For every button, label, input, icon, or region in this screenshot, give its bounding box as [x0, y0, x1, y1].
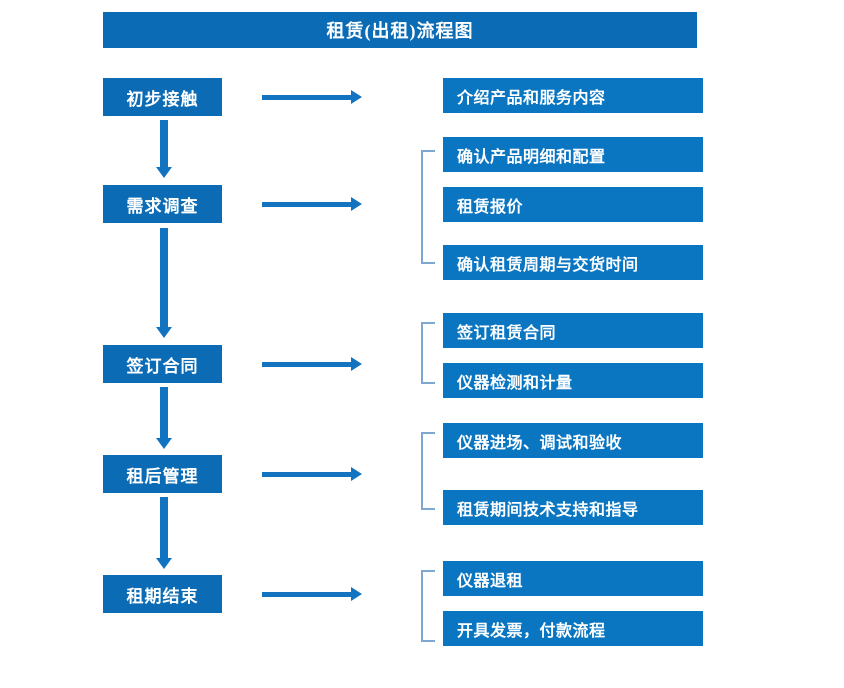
detail-box-lease-quotation[interactable]: 租赁报价	[443, 187, 703, 222]
detail-label: 开具发票，付款流程	[457, 622, 606, 640]
bracket-sign-contract-group	[421, 322, 435, 384]
arrow-shaft	[160, 228, 168, 328]
detail-label: 确认产品明细和配置	[457, 148, 606, 166]
detail-label: 仪器退租	[457, 572, 524, 590]
bracket-demand-survey-group	[421, 150, 435, 264]
detail-label: 租赁期间技术支持和指导	[457, 501, 639, 519]
detail-box-instrument-inspection[interactable]: 仪器检测和计量	[443, 363, 703, 398]
arrow-shaft	[262, 202, 352, 207]
stage-label: 签订合同	[126, 356, 199, 376]
stage-box-post-rent-management[interactable]: 租后管理	[103, 455, 222, 493]
arrow-right-icon-stage2	[262, 197, 362, 211]
stage-box-initial-contact[interactable]: 初步接触	[103, 78, 222, 116]
bracket-post-rent-group	[421, 432, 435, 510]
page-title: 租赁(出租)流程图	[103, 12, 697, 48]
detail-box-invoice-payment[interactable]: 开具发票，付款流程	[443, 611, 703, 646]
arrow-right-icon-stage5	[262, 587, 362, 601]
arrow-shaft	[262, 592, 352, 597]
arrow-right-icon-stage3	[262, 357, 362, 371]
detail-label: 介绍产品和服务内容	[457, 89, 606, 107]
arrow-shaft	[160, 120, 168, 168]
arrow-shaft	[160, 497, 168, 559]
detail-box-introduce-products[interactable]: 介绍产品和服务内容	[443, 78, 703, 113]
bracket-lease-end-group	[421, 570, 435, 642]
arrow-shaft	[160, 387, 168, 439]
detail-label: 签订租赁合同	[457, 324, 557, 342]
arrow-head	[156, 558, 172, 569]
arrow-down-icon-stage4-stage5	[156, 497, 172, 569]
arrow-down-icon-stage2-stage3	[156, 228, 172, 338]
arrow-shaft	[262, 472, 352, 477]
arrow-head	[351, 467, 362, 481]
arrow-head	[351, 357, 362, 371]
arrow-right-icon-stage1	[262, 90, 362, 104]
stage-label: 需求调查	[126, 196, 199, 216]
arrow-head	[351, 90, 362, 104]
detail-box-confirm-cycle-delivery[interactable]: 确认租赁周期与交货时间	[443, 245, 703, 280]
arrow-shaft	[262, 362, 352, 367]
arrow-head	[351, 197, 362, 211]
detail-label: 仪器进场、调试和验收	[457, 434, 623, 452]
arrow-shaft	[262, 95, 352, 100]
detail-box-tech-support[interactable]: 租赁期间技术支持和指导	[443, 490, 703, 525]
stage-box-sign-contract[interactable]: 签订合同	[103, 345, 222, 383]
arrow-right-icon-stage4	[262, 467, 362, 481]
arrow-head	[156, 167, 172, 178]
detail-box-confirm-spec-config[interactable]: 确认产品明细和配置	[443, 137, 703, 172]
detail-label: 仪器检测和计量	[457, 374, 573, 392]
arrow-head	[351, 587, 362, 601]
detail-label: 确认租赁周期与交货时间	[457, 256, 639, 274]
arrow-down-icon-stage3-stage4	[156, 387, 172, 449]
arrow-head	[156, 438, 172, 449]
detail-box-sign-lease-contract[interactable]: 签订租赁合同	[443, 313, 703, 348]
detail-box-instrument-entry[interactable]: 仪器进场、调试和验收	[443, 423, 703, 458]
stage-box-demand-survey[interactable]: 需求调查	[103, 185, 222, 223]
detail-label: 租赁报价	[457, 198, 524, 216]
arrow-head	[156, 327, 172, 338]
detail-box-instrument-return[interactable]: 仪器退租	[443, 561, 703, 596]
stage-box-lease-end[interactable]: 租期结束	[103, 575, 222, 613]
stage-label: 初步接触	[126, 89, 199, 109]
stage-label: 租后管理	[126, 466, 199, 486]
stage-label: 租期结束	[126, 586, 199, 606]
arrow-down-icon-stage1-stage2	[156, 120, 172, 178]
